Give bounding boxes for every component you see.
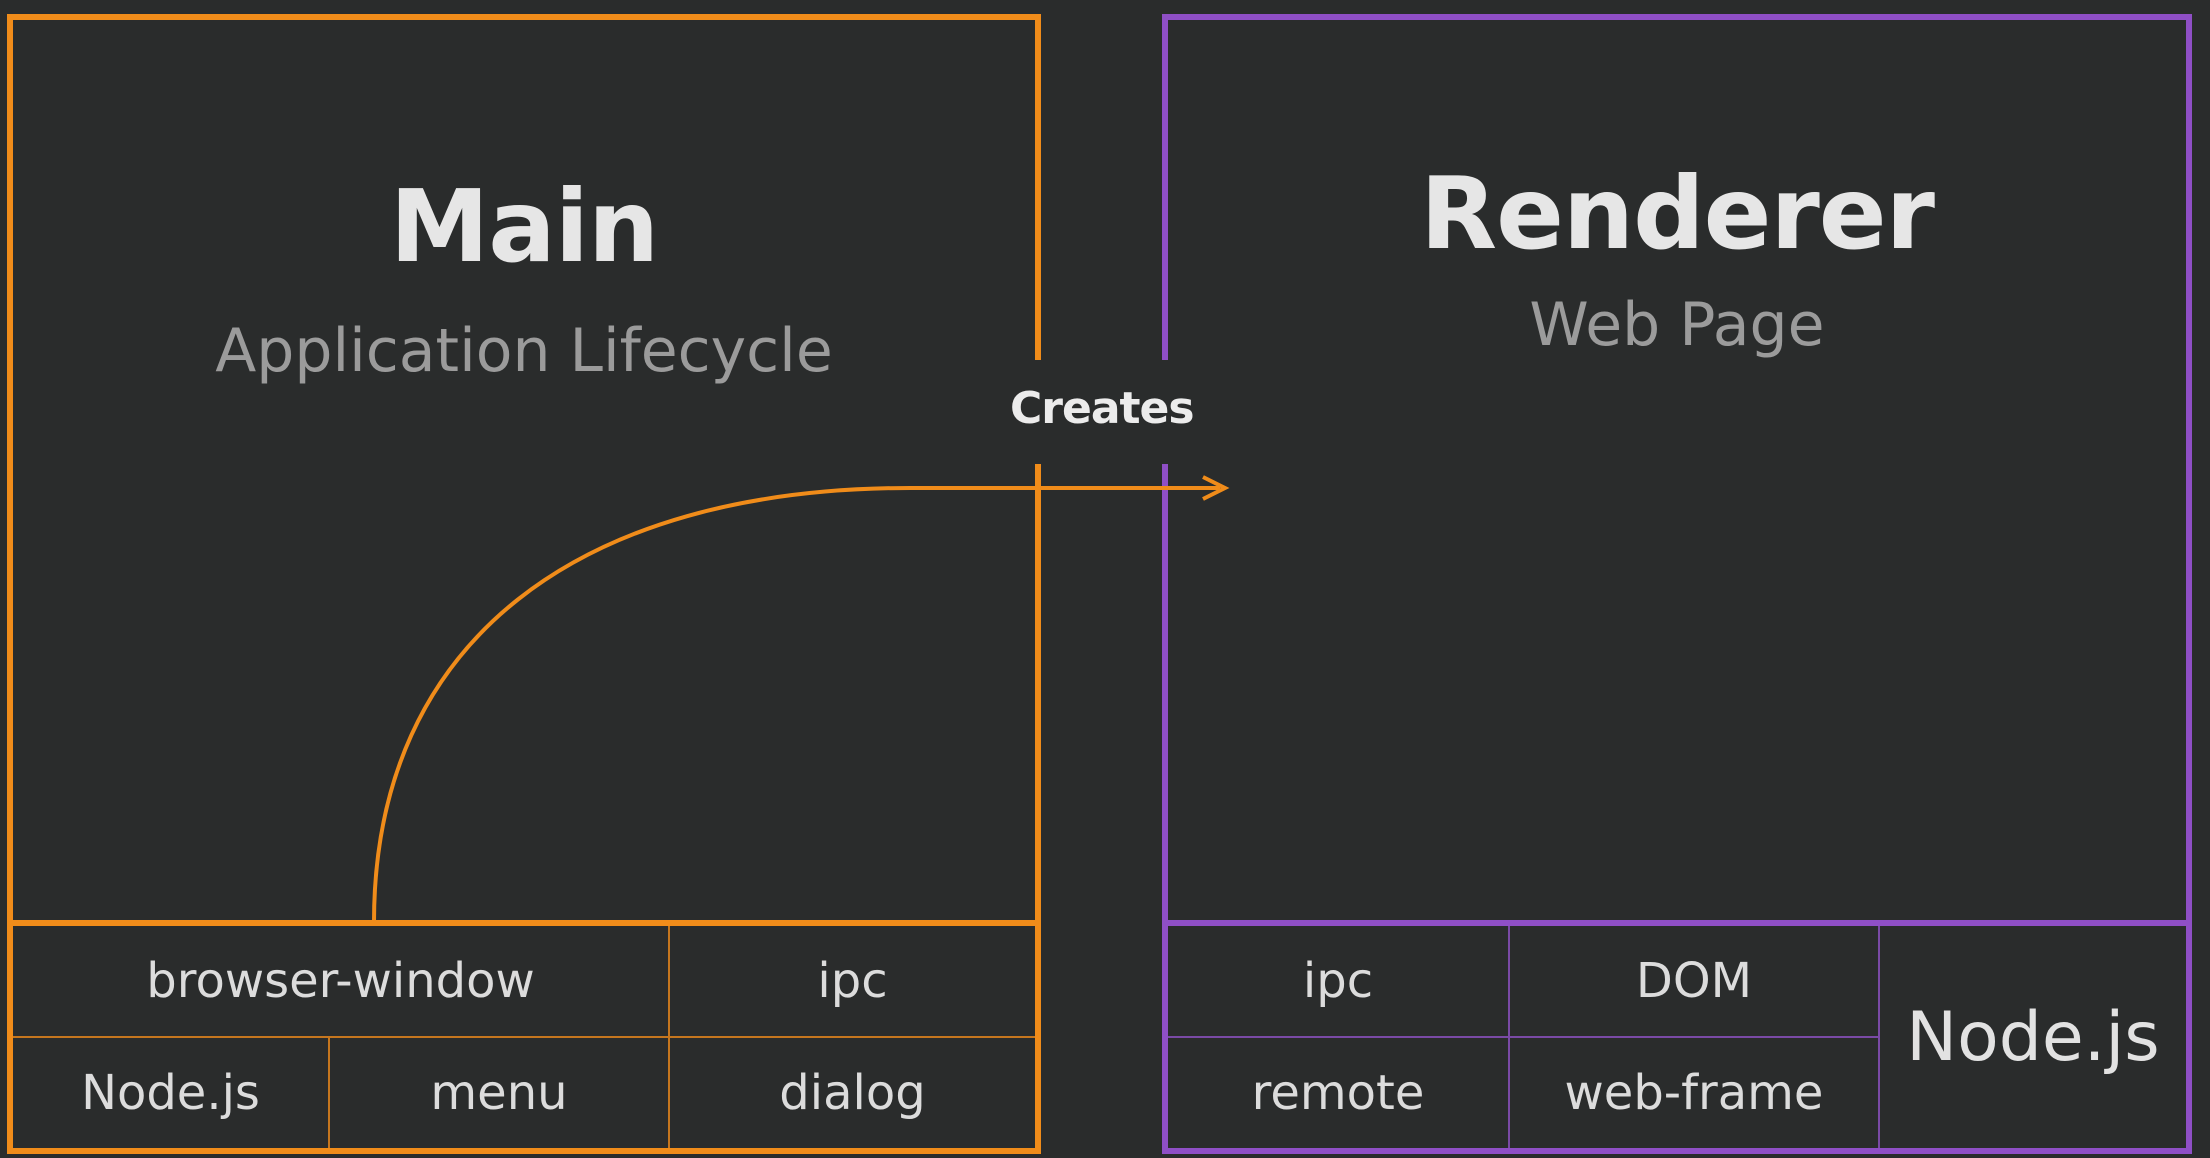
main-subtitle: Application Lifecycle <box>215 316 833 386</box>
module-web-frame: web-frame <box>1510 1038 1880 1148</box>
main-modules-grid: browser-window ipc Node.js menu dialog <box>13 920 1035 1148</box>
creates-arrow-curve <box>372 486 1220 923</box>
main-border-gap <box>1030 360 1042 464</box>
module-remote: remote <box>1168 1038 1510 1148</box>
renderer-process-box: Renderer Web Page ipc DOM remote web-fra… <box>1162 14 2192 1154</box>
renderer-border-gap <box>1160 360 1172 464</box>
renderer-modules-grid: ipc DOM remote web-frame Node.js <box>1168 920 2186 1148</box>
renderer-subtitle: Web Page <box>1529 290 1825 360</box>
module-dialog: dialog <box>779 1065 926 1121</box>
module-dom: DOM <box>1510 926 1880 1038</box>
arrowhead-icon <box>1202 475 1230 501</box>
main-process-box: Main Application Lifecycle browser-windo… <box>7 14 1041 1154</box>
module-ipc: ipc <box>1168 926 1510 1038</box>
renderer-title: Renderer <box>1420 155 1935 272</box>
module-menu: menu <box>330 1038 670 1148</box>
module-ipc: ipc <box>670 926 1035 1038</box>
module-browser-window: browser-window <box>13 926 670 1038</box>
main-title: Main <box>389 168 659 285</box>
creates-label: Creates <box>1010 383 1195 434</box>
module-nodejs: Node.js <box>1906 997 2160 1077</box>
module-nodejs: Node.js <box>13 1038 330 1148</box>
